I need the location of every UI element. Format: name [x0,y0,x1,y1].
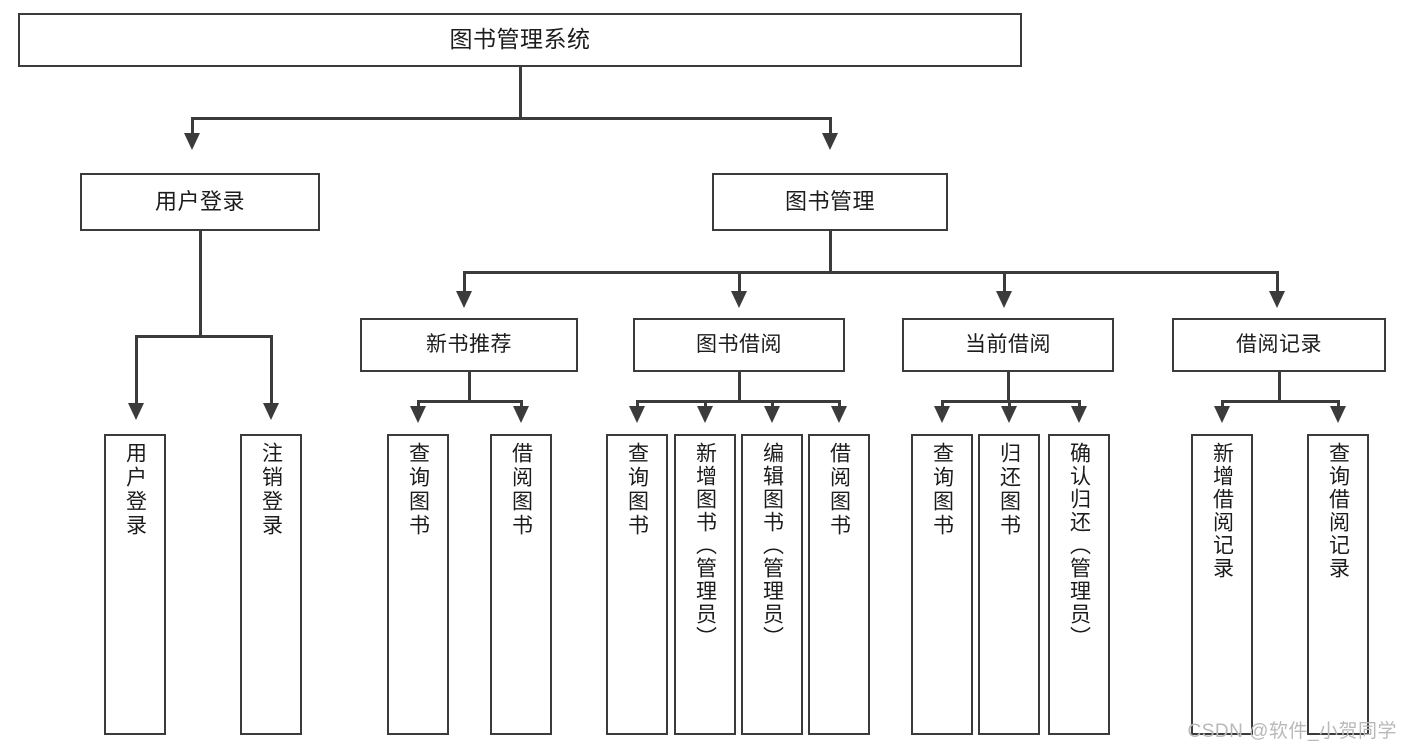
node-book-management[interactable]: 图书管理 [712,173,948,231]
leaf-node-query-book-bb[interactable]: 查询图书 [606,434,668,735]
node-label: 查询图书 [406,442,430,538]
connector-bb-stem [738,372,741,402]
arrowhead-leaf-logout [263,403,279,420]
connector-cb-drop-1 [941,400,944,410]
arrowhead-leaf-cb-3 [1071,406,1087,423]
arrowhead-leaf-nbr-2 [513,406,529,423]
connector-bb-drop-3 [771,400,774,410]
node-label: 新增图书（管理员） [693,442,717,649]
connector-book-management-bar [463,271,1279,274]
connector-user-login-stem [199,231,202,337]
connector-nbr-drop-1 [417,400,420,410]
node-label: 编辑图书（管理员） [760,442,784,649]
leaf-node-user-login[interactable]: 用户登录 [104,434,166,735]
node-label: 借阅记录 [1236,332,1322,356]
arrowhead-leaf-cb-1 [934,406,950,423]
connector-bb-drop-1 [636,400,639,410]
leaf-node-add-book-admin[interactable]: 新增图书（管理员） [674,434,736,735]
node-label: 借阅图书 [827,442,851,538]
arrowhead-borrow-record [1269,291,1285,308]
node-label: 确认归还（管理员） [1067,442,1091,649]
connector-user-login-drop-1 [135,335,138,407]
connector-root-to-user-login [191,117,194,139]
connector-nbr-stem [468,372,471,402]
leaf-node-query-book-cb[interactable]: 查询图书 [911,434,973,735]
arrowhead-leaf-cb-2 [1001,406,1017,423]
leaf-node-query-borrow-record[interactable]: 查询借阅记录 [1307,434,1369,735]
connector-br-bar [1221,400,1339,403]
node-user-login[interactable]: 用户登录 [80,173,320,231]
connector-br-drop-2 [1337,400,1340,410]
arrowhead-leaf-bb-2 [697,406,713,423]
watermark: CSDN @软件_小贺同学 [1187,721,1397,742]
connector-cb-stem [1007,372,1010,402]
node-label: 图书管理 [784,189,875,215]
connector-cb-drop-2 [1008,400,1011,410]
leaf-node-return-book[interactable]: 归还图书 [978,434,1040,735]
arrowhead-user-login [184,133,200,150]
leaf-node-query-book-nbr[interactable]: 查询图书 [387,434,449,735]
leaf-node-borrow-book-nbr[interactable]: 借阅图书 [490,434,552,735]
node-label: 查询图书 [930,442,954,538]
leaf-node-logout[interactable]: 注销登录 [240,434,302,735]
connector-br-drop-1 [1221,400,1224,410]
connector-root-to-book-management [829,117,832,139]
node-label: 查询图书 [625,442,649,538]
connector-nbr-bar [417,400,523,403]
connector-cb-bar [941,400,1081,403]
connector-bb-drop-4 [838,400,841,410]
leaf-node-borrow-book-bb[interactable]: 借阅图书 [808,434,870,735]
node-current-borrow[interactable]: 当前借阅 [902,318,1114,372]
leaf-node-confirm-return-admin[interactable]: 确认归还（管理员） [1048,434,1110,735]
connector-nbr-drop-2 [520,400,523,410]
arrowhead-book-borrow [731,291,747,308]
connector-bm-drop-1 [463,271,466,295]
node-label: 用户登录 [123,442,147,538]
arrowhead-new-book-recommend [456,291,472,308]
connector-user-login-bar [135,335,272,338]
leaf-node-add-borrow-record[interactable]: 新增借阅记录 [1191,434,1253,735]
connector-root-stem [519,67,522,119]
connector-bb-bar [636,400,839,403]
connector-bb-drop-2 [704,400,707,410]
node-label: 注销登录 [259,442,283,538]
node-borrow-record[interactable]: 借阅记录 [1172,318,1386,372]
node-label: 查询借阅记录 [1326,442,1350,580]
node-label: 用户登录 [154,189,245,215]
connector-user-login-drop-2 [270,335,273,407]
leaf-node-edit-book-admin[interactable]: 编辑图书（管理员） [741,434,803,735]
arrowhead-leaf-br-1 [1214,406,1230,423]
node-label: 新增借阅记录 [1210,442,1234,580]
arrowhead-leaf-user-login [128,403,144,420]
node-root-book-management-system[interactable]: 图书管理系统 [18,13,1022,67]
node-label: 当前借阅 [965,332,1051,356]
node-label: 借阅图书 [509,442,533,538]
arrowhead-current-borrow [996,291,1012,308]
node-label: 图书借阅 [696,332,782,356]
node-new-book-recommend[interactable]: 新书推荐 [360,318,578,372]
arrowhead-leaf-br-2 [1330,406,1346,423]
connector-bm-drop-2 [738,271,741,295]
connector-br-stem [1278,372,1281,402]
connector-bm-drop-4 [1276,271,1279,295]
connector-book-management-stem [829,231,832,273]
node-label: 图书管理系统 [449,26,591,53]
connector-bm-drop-3 [1003,271,1006,295]
arrowhead-leaf-bb-1 [629,406,645,423]
node-book-borrow[interactable]: 图书借阅 [633,318,845,372]
arrowhead-leaf-bb-4 [831,406,847,423]
connector-cb-drop-3 [1078,400,1081,410]
arrowhead-leaf-bb-3 [764,406,780,423]
node-label: 归还图书 [997,442,1021,538]
connector-root-bar [191,117,831,120]
node-label: 新书推荐 [426,332,512,356]
arrowhead-book-management [822,133,838,150]
arrowhead-leaf-nbr-1 [410,406,426,423]
